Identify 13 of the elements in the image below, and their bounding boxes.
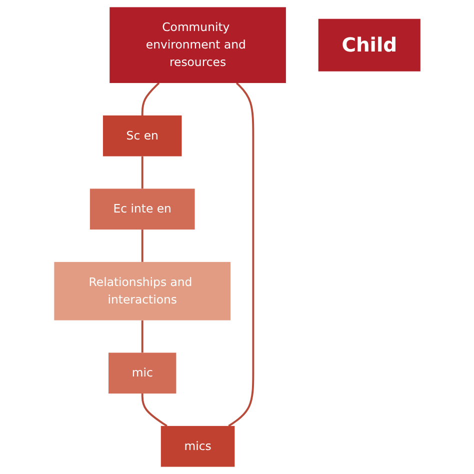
node-box: mics [160, 426, 234, 467]
node-box: Ec inte en [90, 188, 194, 230]
node-box: Community environment and resources [109, 7, 286, 84]
connector [141, 156, 144, 189]
node-box: Relationships and interactions [54, 262, 230, 320]
connector [141, 320, 144, 353]
connector [228, 82, 254, 427]
connector [141, 394, 168, 427]
node-box: Child [318, 18, 420, 72]
node-box: mic [108, 352, 176, 394]
node-box: Sc en [102, 115, 182, 156]
connector [141, 230, 144, 262]
connector [141, 82, 160, 116]
